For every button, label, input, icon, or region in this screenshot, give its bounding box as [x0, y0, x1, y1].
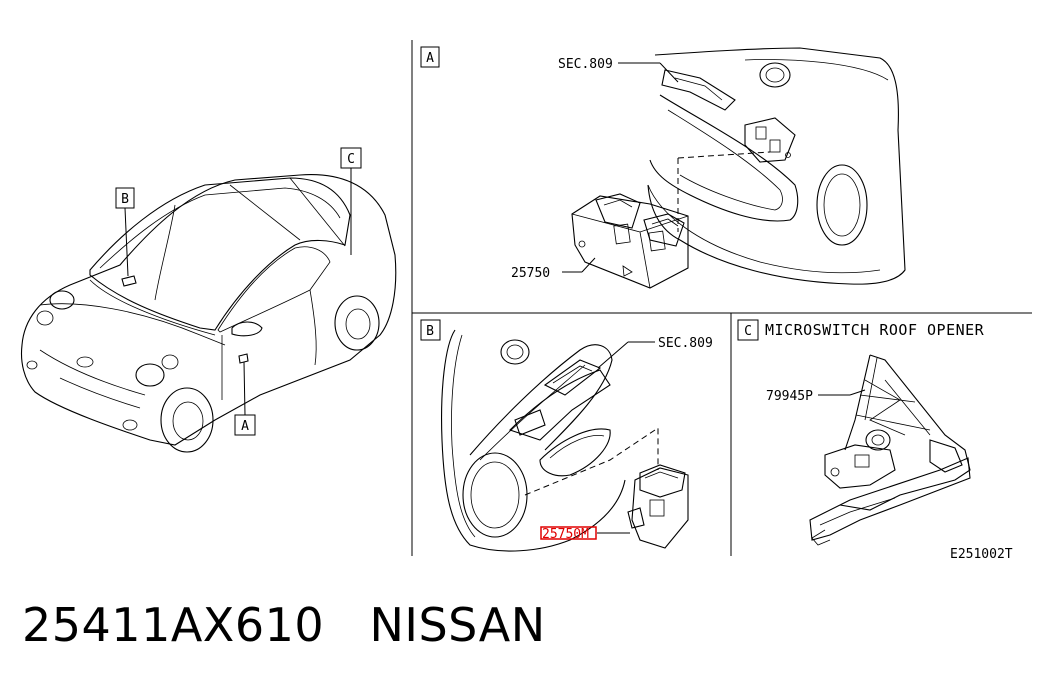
callout-a-text: A	[241, 419, 249, 434]
section-c-part-number: 79945P	[766, 389, 813, 404]
car-illustration	[20, 174, 397, 453]
section-a: A	[420, 46, 906, 289]
callout-c: C	[340, 147, 362, 255]
section-b-tag: B	[426, 324, 434, 339]
callout-b: B	[115, 187, 135, 277]
section-b-sec-ref: SEC.809	[658, 336, 713, 351]
section-c-tag-box	[737, 319, 759, 341]
section-a-tag-box	[420, 46, 440, 68]
section-a-tag: A	[426, 51, 434, 66]
section-a-part-number: 25750	[511, 266, 550, 281]
caption-part-number: 25411AX610	[22, 598, 325, 652]
caption: 25411AX610 NISSAN	[22, 598, 546, 652]
section-a-sec-ref: SEC.809	[558, 57, 613, 72]
microswitch-79945p	[809, 354, 971, 546]
callout-c-text: C	[347, 152, 355, 167]
caption-brand: NISSAN	[369, 598, 546, 652]
section-c-title: MICROSWITCH ROOF OPENER	[765, 321, 985, 339]
section-b-part-number: 25750M	[542, 527, 589, 542]
callout-a: A	[234, 361, 256, 436]
section-c-tag: C	[744, 324, 752, 339]
figure-code: E251002T	[950, 547, 1013, 562]
window-switch-25750	[571, 193, 689, 289]
window-switch-25750m	[627, 464, 689, 549]
callout-b-text: B	[121, 192, 129, 207]
section-c: C MICROSWITCH ROOF OPENER	[737, 319, 985, 546]
panel-dividers	[411, 40, 1032, 556]
section-b-tag-box	[420, 319, 441, 341]
highlight-box	[540, 526, 597, 540]
section-b: B SEC.	[420, 319, 713, 552]
